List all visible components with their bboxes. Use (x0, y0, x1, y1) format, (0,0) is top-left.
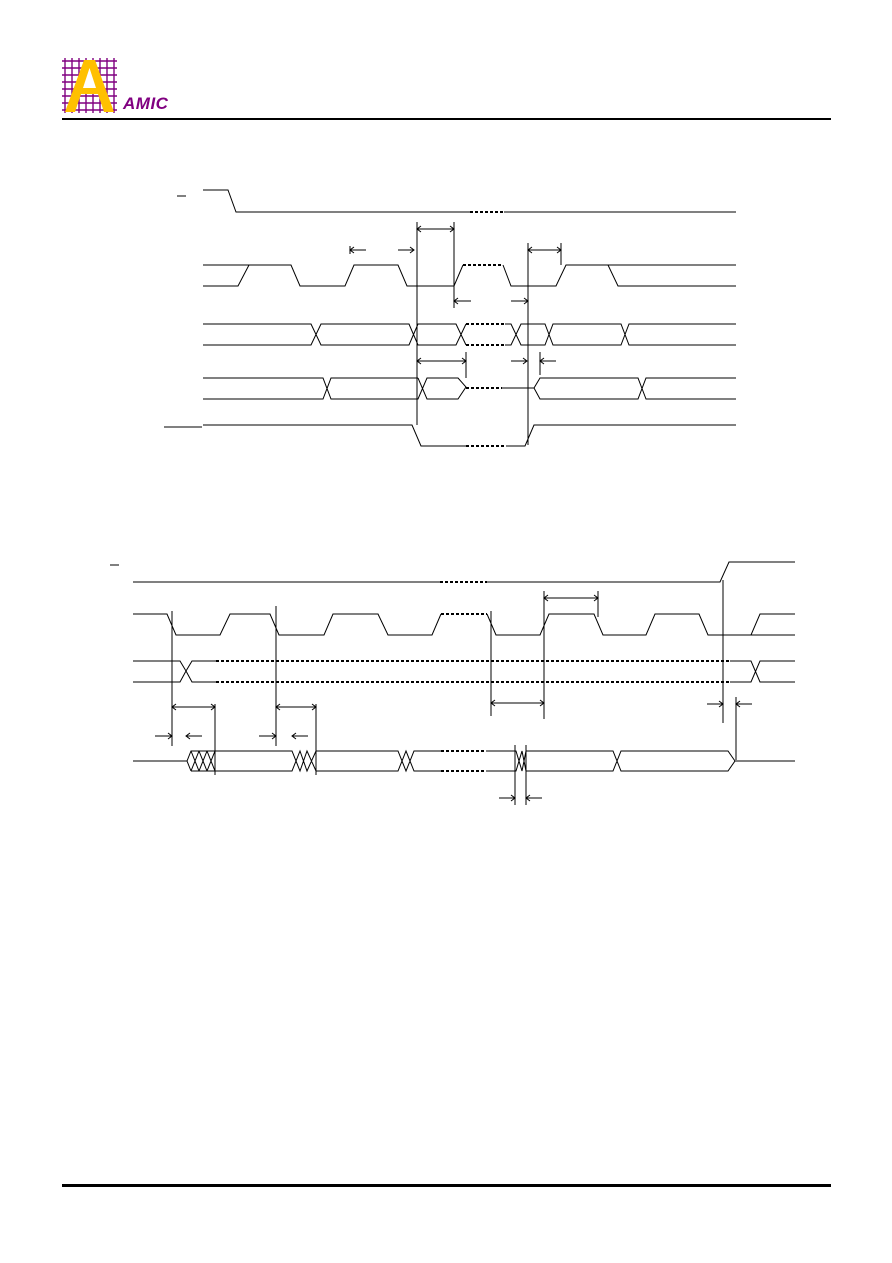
timing-arrow (416, 357, 467, 365)
timing-arrows (349, 225, 562, 365)
signal-row-1 (203, 189, 736, 213)
timing-arrow (453, 297, 471, 305)
timing-arrow (707, 700, 724, 708)
timing-arrow (416, 225, 455, 233)
timing-arrow (291, 732, 308, 740)
timing-arrow (490, 699, 545, 707)
footer-rule (62, 1184, 831, 1187)
timing-arrow (349, 246, 366, 254)
signal-row-4-output (133, 749, 795, 773)
reference-lines (171, 580, 737, 805)
signal-row-1 (133, 561, 795, 583)
header-rule (62, 118, 831, 120)
upper-timing-diagram (164, 189, 736, 447)
timing-arrow (539, 357, 556, 365)
timing-arrow (171, 703, 216, 711)
timing-arrow (735, 700, 752, 708)
amic-logo-text: AMIC (123, 94, 169, 113)
timing-arrow (511, 297, 529, 305)
timing-arrow (543, 594, 599, 602)
reference-lines (416, 222, 562, 445)
timing-arrow (499, 794, 516, 802)
timing-arrow (527, 246, 562, 254)
signal-row-4-output (203, 377, 736, 400)
timing-arrow (525, 794, 542, 802)
signal-row-3-input (133, 660, 795, 683)
timing-arrow (259, 732, 277, 740)
timing-arrow (511, 357, 528, 365)
amic-logo-mark (62, 58, 117, 118)
signal-row-3-input (203, 323, 736, 346)
timing-arrow (398, 246, 415, 254)
amic-logo-icon (62, 58, 117, 113)
timing-arrow (185, 732, 202, 740)
timing-arrows (155, 594, 752, 802)
signal-row-5 (203, 424, 736, 447)
timing-arrow (275, 703, 317, 711)
signal-row-2-clock (203, 264, 736, 287)
lower-timing-diagram (110, 561, 795, 805)
signal-row-2-clock (133, 613, 795, 636)
timing-arrow (155, 732, 173, 740)
